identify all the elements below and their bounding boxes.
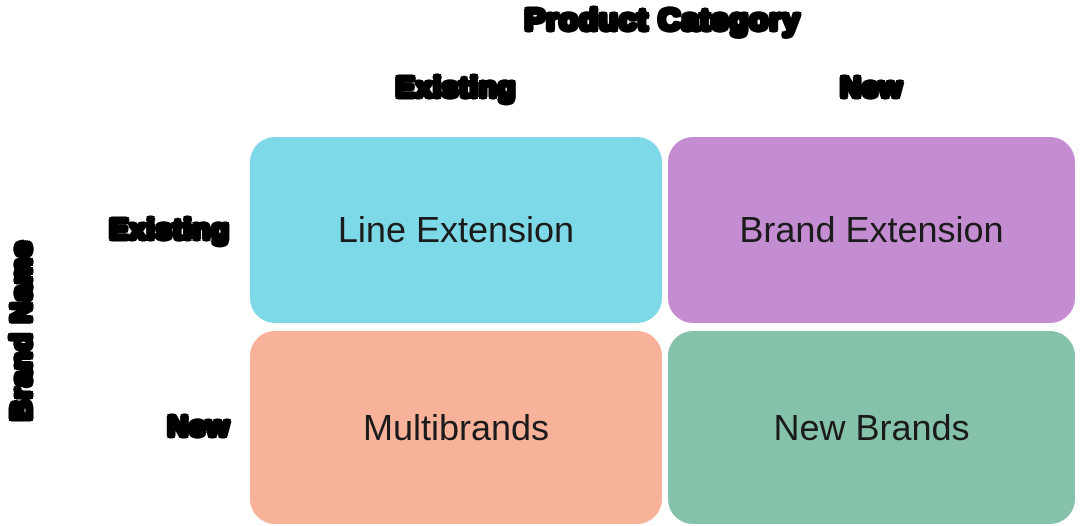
y-axis-title: Brand Name bbox=[4, 239, 39, 423]
cell-line-extension-label: Line Extension bbox=[337, 209, 575, 250]
x-axis-title: Product Category bbox=[523, 1, 801, 39]
y-axis-title-container: Brand Name bbox=[0, 137, 44, 524]
column-header-new: New bbox=[839, 71, 904, 106]
cell-new-brands-label: New Brands bbox=[773, 406, 970, 448]
row-header-new: New bbox=[166, 410, 231, 445]
cell-brand-extension-label: Brand Extension bbox=[739, 209, 1004, 250]
cell-new-brands: New Brands bbox=[668, 331, 1075, 524]
row-header-existing: Existing bbox=[108, 212, 231, 247]
cell-line-extension: Line Extension bbox=[250, 137, 662, 323]
cell-multibrands: Multibrands bbox=[250, 331, 662, 524]
column-header-existing: Existing bbox=[394, 71, 517, 106]
cell-multibrands-label: Multibrands bbox=[362, 406, 550, 448]
cell-brand-extension: Brand Extension bbox=[668, 137, 1075, 323]
